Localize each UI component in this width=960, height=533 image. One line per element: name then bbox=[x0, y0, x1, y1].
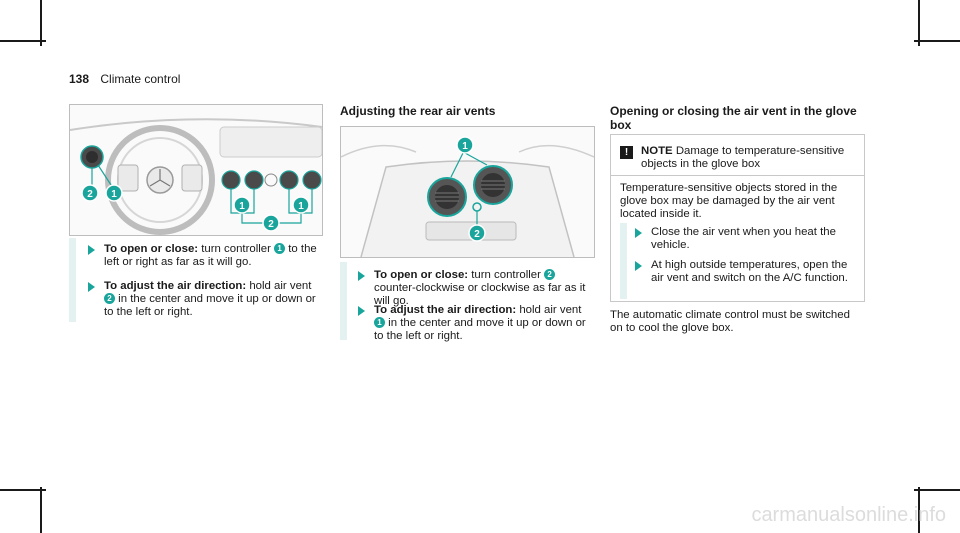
callout-marker: 1 bbox=[292, 196, 310, 214]
step-bar bbox=[620, 223, 627, 299]
note-title: NOTE Damage to temperature-sensitive obj… bbox=[641, 145, 845, 170]
svg-text:2: 2 bbox=[87, 189, 93, 200]
callout-badge: 2 bbox=[544, 269, 556, 280]
crop-mark bbox=[918, 0, 920, 46]
svg-text:2: 2 bbox=[474, 229, 480, 240]
instruction-step: Close the air vent when you heat the veh… bbox=[635, 226, 857, 252]
instruction-step: To adjust the air direction: hold air ve… bbox=[88, 280, 318, 319]
rear-vents-illustration: 1 2 bbox=[340, 126, 595, 258]
callout-marker: 2 bbox=[262, 214, 280, 232]
crop-mark bbox=[914, 40, 960, 42]
svg-text:2: 2 bbox=[268, 219, 274, 230]
callout-badge: 1 bbox=[274, 243, 286, 254]
callout-marker: 1 bbox=[105, 184, 123, 202]
page-number: 138 bbox=[69, 72, 90, 86]
step-bar bbox=[340, 262, 347, 340]
crop-mark bbox=[914, 489, 960, 491]
step-bar bbox=[69, 238, 76, 322]
instruction-step: At high outside temperatures, open the a… bbox=[635, 259, 857, 285]
page-header: 138 Climate control bbox=[69, 72, 180, 86]
step-label: To open or close: bbox=[104, 243, 199, 255]
section-heading: Opening or closing the air vent in the g… bbox=[610, 104, 857, 132]
dashboard-illustration: 2 1 1 2 1 bbox=[69, 104, 323, 236]
callout-marker: 1 bbox=[456, 136, 474, 154]
crop-mark bbox=[918, 487, 920, 533]
watermark: carmanualsonline.info bbox=[751, 504, 946, 526]
step-label: To adjust the air direction: bbox=[374, 304, 517, 316]
crop-mark bbox=[0, 40, 46, 42]
callout-marker: 2 bbox=[468, 224, 486, 242]
crop-mark bbox=[0, 489, 46, 491]
crop-mark bbox=[40, 487, 42, 533]
crop-mark bbox=[40, 0, 42, 46]
step-label: To adjust the air direction: bbox=[104, 280, 247, 292]
step-arrow-icon bbox=[358, 271, 365, 281]
callout-marker: 2 bbox=[81, 184, 99, 202]
instruction-step: To adjust the air direction: hold air ve… bbox=[358, 304, 590, 343]
svg-text:1: 1 bbox=[462, 141, 468, 152]
callout-badge: 2 bbox=[104, 293, 115, 304]
instruction-step: To open or close: turn controller 1 to t… bbox=[88, 243, 318, 269]
step-arrow-icon bbox=[358, 306, 365, 316]
note-divider bbox=[611, 175, 864, 176]
section-title: Climate control bbox=[100, 72, 181, 86]
step-arrow-icon bbox=[635, 228, 642, 238]
section-heading: Adjusting the rear air vents bbox=[340, 104, 496, 118]
note-box: ! NOTE Damage to temperature-sensitive o… bbox=[610, 134, 865, 302]
info-paragraph: The automatic climate control must be sw… bbox=[610, 309, 850, 334]
callout-marker: 1 bbox=[233, 196, 251, 214]
step-label: To open or close: bbox=[374, 269, 469, 281]
instruction-step: To open or close: turn controller 2 coun… bbox=[358, 269, 590, 308]
step-arrow-icon bbox=[88, 245, 95, 255]
svg-text:1: 1 bbox=[239, 201, 245, 212]
svg-text:1: 1 bbox=[298, 201, 304, 212]
dashboard-drawing: 2 1 1 2 1 bbox=[70, 118, 322, 235]
note-label: NOTE bbox=[641, 145, 673, 157]
svg-text:1: 1 bbox=[111, 189, 117, 200]
warning-icon: ! bbox=[620, 146, 633, 159]
step-arrow-icon bbox=[88, 282, 95, 292]
step-arrow-icon bbox=[635, 261, 642, 271]
rear-vents-drawing: 1 2 bbox=[341, 136, 594, 257]
note-body: Temperature-sensitive objects stored in … bbox=[620, 182, 838, 220]
callout-badge: 1 bbox=[374, 317, 385, 328]
